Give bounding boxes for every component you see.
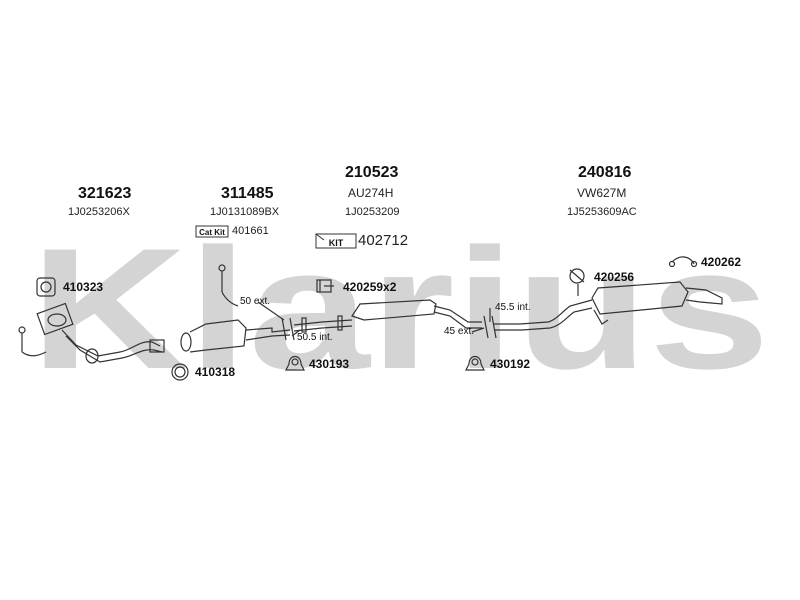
- part-number-311485: 311485: [221, 185, 274, 202]
- code-vw627m: VW627M: [577, 186, 627, 200]
- code-au274h: AU274H: [348, 186, 394, 200]
- part-number-240816: 240816: [578, 164, 632, 181]
- part-number-210523: 210523: [345, 164, 399, 181]
- part-420259x2: 420259x2: [343, 280, 397, 294]
- kit-number: 402712: [358, 232, 409, 249]
- part-430193: 430193: [309, 357, 350, 371]
- part-430192: 430192: [490, 357, 531, 371]
- svg-text:KIT: KIT: [329, 238, 344, 248]
- gasket-square-icon: [36, 277, 56, 297]
- rubber-mount-icon-2: [465, 355, 485, 371]
- part-410323: 410323: [63, 280, 104, 294]
- bracket-icon: [316, 279, 334, 293]
- catkit-badge: Cat Kit: [195, 225, 229, 238]
- svg-text:Cat Kit: Cat Kit: [199, 228, 225, 237]
- oem-ref-240816: 1J5253609AC: [567, 206, 637, 218]
- kit-badge: KIT: [315, 233, 357, 249]
- joint-markers: [281, 315, 497, 341]
- dimension-50-5-int: 50.5 int.: [297, 332, 333, 343]
- front-pipe-drawing: [18, 302, 165, 364]
- part-number-321623: 321623: [78, 185, 132, 202]
- catalyst-drawing: [180, 264, 291, 353]
- ring-icon: [171, 363, 189, 381]
- rear-box-drawing: [494, 281, 723, 331]
- dimension-45-ext: 45 ext.: [444, 326, 475, 337]
- hanger-icon: [668, 256, 698, 268]
- part-410318: 410318: [195, 365, 236, 379]
- dimension-45-5-int: 45.5 int.: [495, 302, 531, 313]
- part-420262: 420262: [701, 255, 742, 269]
- catkit-number: 401661: [232, 225, 269, 237]
- clamp-icon: [569, 268, 585, 284]
- middle-section-drawing: [293, 299, 482, 333]
- part-420256: 420256: [594, 270, 635, 284]
- oem-ref-311485: 1J0131089BX: [210, 206, 280, 218]
- dimension-50-ext: 50 ext.: [240, 296, 271, 307]
- oem-ref-321623: 1J0253206X: [68, 206, 130, 218]
- rubber-mount-icon-1: [285, 355, 305, 371]
- oem-ref-210523: 1J0253209: [345, 206, 400, 218]
- leader-lines: [257, 301, 491, 337]
